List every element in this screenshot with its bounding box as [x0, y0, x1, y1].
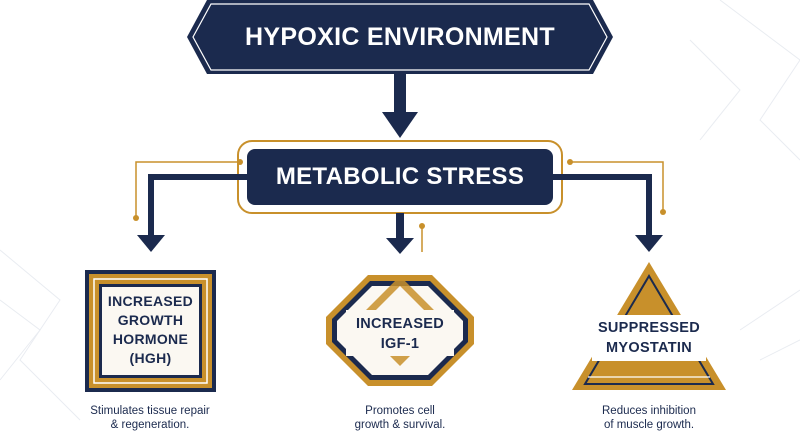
metabolic-stress-node: [237, 140, 563, 214]
igf1-octagon: [326, 275, 474, 386]
igf1-caption: Promotes cell growth & survival.: [354, 405, 446, 431]
hypoxic-environment-node: [187, 0, 613, 74]
arrow-to-metabolic-stress: [382, 74, 418, 138]
background-pattern: [0, 0, 800, 421]
growth-hormone-title: INCREASED GROWTH HORMONE (HGH): [107, 293, 194, 366]
hypoxic-environment-label: HYPOXIC ENVIRONMENT: [245, 23, 555, 51]
growth-hormone-caption: Stimulates tissue repair & regeneration.: [90, 405, 210, 431]
growth-hormone-square: [85, 270, 216, 392]
myostatin-caption: Reduces inhibition of muscle growth.: [602, 405, 696, 431]
myostatin-title: SUPPRESSED MYOSTATIN: [597, 320, 701, 356]
igf1-title: INCREASED IGF-1: [355, 316, 445, 352]
metabolic-stress-label: METABOLIC STRESS: [275, 163, 525, 190]
arrow-to-igf1: [386, 213, 425, 254]
arrow-to-growth-hormone: [133, 159, 247, 252]
myostatin-triangle: [572, 262, 726, 390]
arrow-to-myostatin: [553, 159, 666, 252]
